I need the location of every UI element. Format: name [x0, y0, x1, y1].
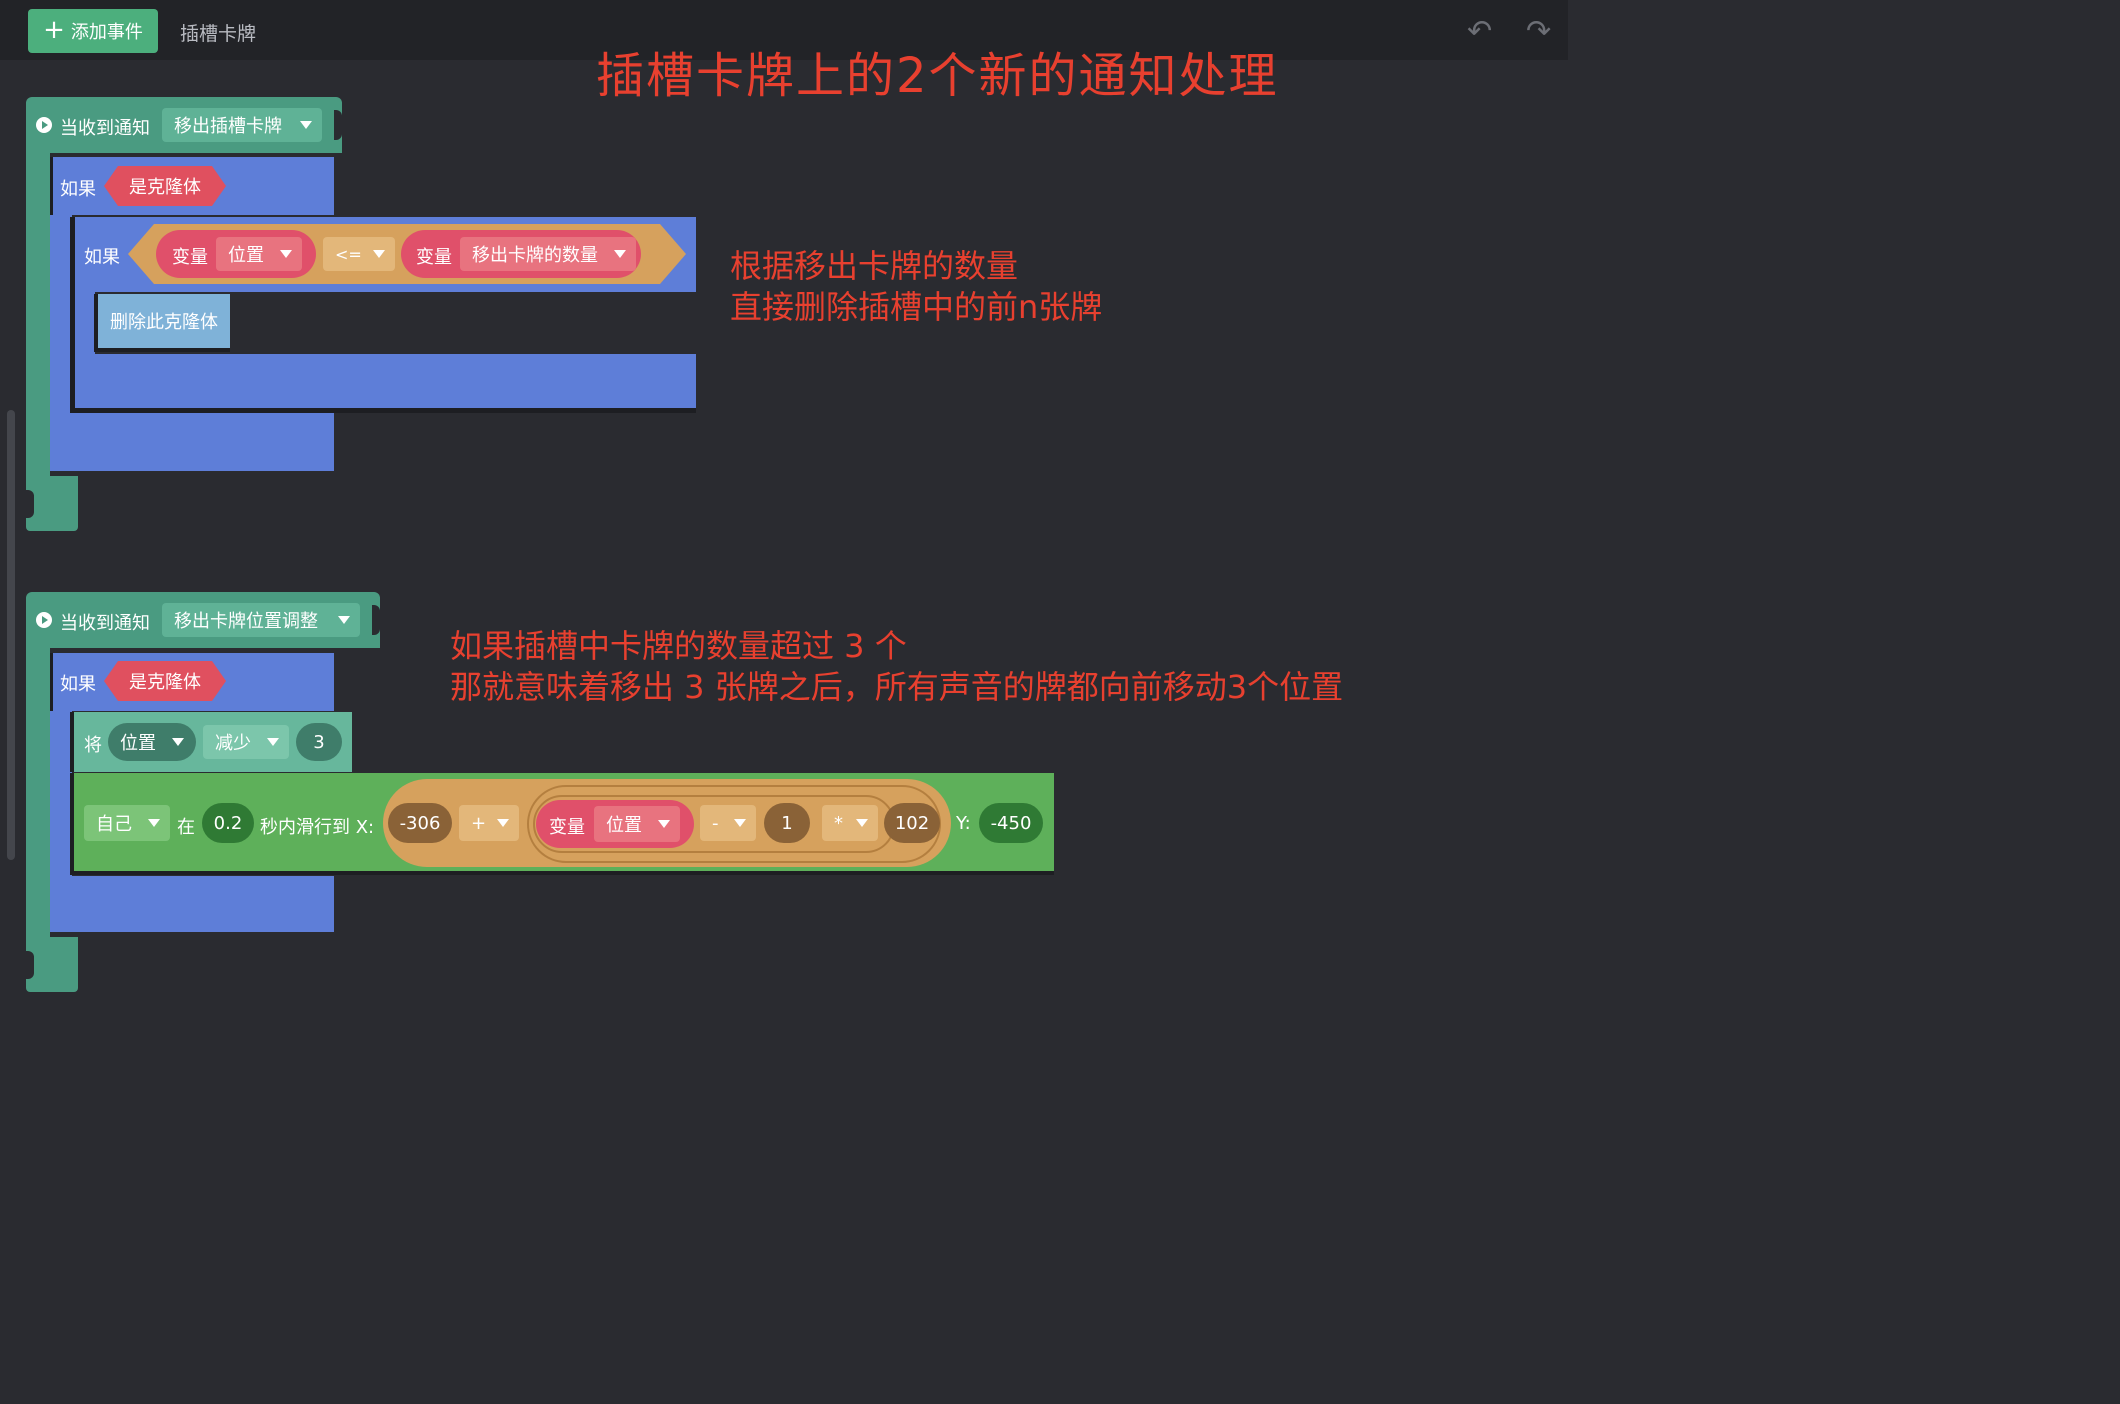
plus-icon: + [43, 14, 65, 45]
event-dropdown-value: 移出插槽卡牌 [174, 116, 282, 137]
if-block-3-spine [50, 711, 72, 881]
scrollbar[interactable] [7, 410, 15, 860]
event-notch [334, 110, 342, 140]
var-label: 变量 [172, 247, 208, 268]
event-notch [372, 605, 380, 635]
y-label: Y: [956, 813, 971, 834]
compare-op-dropdown[interactable]: <= [323, 237, 395, 271]
if-block-1-end [50, 413, 334, 471]
set-op-dropdown[interactable]: 减少 [203, 725, 289, 759]
event-label: 当收到通知 [60, 118, 150, 139]
plus-op-dropdown[interactable]: + [459, 805, 519, 841]
play-icon [36, 612, 52, 628]
clone-condition-label: 是克隆体 [129, 177, 201, 198]
if-label: 如果 [60, 179, 96, 200]
delete-clone-block[interactable]: 删除此克隆体 [94, 294, 230, 352]
var-dropdown-pos[interactable]: 位置 [594, 806, 680, 842]
inner-if-label: 如果 [84, 247, 120, 268]
tab-title[interactable]: 插槽卡牌 [180, 23, 257, 45]
var-label-2: 变量 [416, 247, 452, 268]
minus-value-input[interactable]: 1 [764, 803, 810, 843]
event-end-notch [26, 490, 34, 518]
y-value-input[interactable]: -450 [979, 803, 1043, 843]
event-dropdown[interactable]: 移出卡牌位置调整 [162, 603, 360, 637]
annotation-title: 插槽卡牌上的2个新的通知处理 [596, 48, 1279, 104]
clone-condition[interactable]: 是克隆体 [104, 661, 226, 701]
compare-op-value: <= [335, 244, 362, 264]
glide-time-input[interactable]: 0.2 [202, 803, 254, 843]
event-end [26, 937, 78, 992]
plus-op-value: + [471, 812, 487, 834]
delete-clone-label: 删除此克隆体 [110, 312, 218, 333]
var-dropdown-count-value: 移出卡牌的数量 [472, 245, 598, 266]
chevron-down-icon [658, 820, 670, 828]
event-end [26, 476, 78, 531]
if-block-3-end [50, 876, 334, 932]
if-label: 如果 [60, 674, 96, 695]
event-spine [26, 150, 50, 480]
var-dropdown-pos-value: 位置 [228, 245, 264, 266]
chevron-down-icon [373, 250, 385, 258]
mul-op-dropdown[interactable]: * [822, 805, 878, 841]
if-block-2-spine [75, 292, 95, 354]
chevron-down-icon [172, 738, 184, 746]
event-label: 当收到通知 [60, 613, 150, 634]
chevron-down-icon [148, 819, 160, 827]
chevron-down-icon [267, 738, 279, 746]
annotation-note2: 如果插槽中卡牌的数量超过 3 个 那就意味着移出 3 张牌之后，所有声音的牌都向… [450, 626, 1343, 708]
set-value-input[interactable]: 3 [296, 723, 342, 761]
glide-in-label: 在 [177, 817, 195, 838]
var-dropdown-pos-value: 位置 [606, 815, 642, 836]
mul-value-input[interactable]: 102 [884, 803, 940, 843]
glide-target-value: 自己 [96, 814, 132, 835]
add-event-label: 添加事件 [70, 22, 143, 43]
event-dropdown-value: 移出卡牌位置调整 [174, 611, 318, 632]
clone-condition[interactable]: 是克隆体 [104, 166, 226, 206]
top-bar [0, 0, 1568, 60]
minus-op-dropdown[interactable]: - [700, 805, 756, 841]
play-icon [36, 117, 52, 133]
undo-icon[interactable]: ↶ [1467, 14, 1493, 49]
glide-target-dropdown[interactable]: 自己 [84, 805, 170, 841]
var-dropdown-pos[interactable]: 位置 [216, 237, 302, 271]
chevron-down-icon [734, 819, 746, 827]
annotation-note2-line1: 如果插槽中卡牌的数量超过 3 个 [450, 627, 907, 665]
chevron-down-icon [300, 121, 312, 129]
add-event-button[interactable]: + 添加事件 [28, 9, 158, 53]
chevron-down-icon [280, 250, 292, 258]
annotation-note2-line2: 那就意味着移出 3 张牌之后，所有声音的牌都向前移动3个位置 [450, 668, 1344, 706]
chevron-down-icon [614, 250, 626, 258]
set-var-value: 位置 [120, 733, 156, 754]
minus-op-value: - [712, 812, 719, 834]
redo-icon[interactable]: ↷ [1526, 14, 1552, 49]
event-dropdown[interactable]: 移出插槽卡牌 [162, 108, 322, 142]
annotation-note1-line1: 根据移出卡牌的数量 [730, 247, 1019, 285]
annotation-note1: 根据移出卡牌的数量 直接删除插槽中的前n张牌 [730, 246, 1102, 328]
clone-condition-label: 是克隆体 [129, 672, 201, 693]
mul-op-value: * [834, 812, 843, 834]
chevron-down-icon [856, 819, 868, 827]
chevron-down-icon [497, 819, 509, 827]
event-spine [26, 645, 50, 940]
x-base-input[interactable]: -306 [388, 803, 452, 843]
event-end-notch [26, 951, 34, 979]
if-block-1-spine [50, 215, 72, 415]
glide-text-label: 秒内滑行到 X: [260, 817, 375, 838]
annotation-note1-line2: 直接删除插槽中的前n张牌 [730, 288, 1103, 326]
set-var-dropdown[interactable]: 位置 [108, 723, 196, 761]
var-dropdown-count[interactable]: 移出卡牌的数量 [460, 237, 636, 271]
chevron-down-icon [338, 616, 350, 624]
set-op-value: 减少 [215, 733, 251, 754]
set-label: 将 [84, 735, 102, 756]
var-label: 变量 [549, 817, 585, 838]
